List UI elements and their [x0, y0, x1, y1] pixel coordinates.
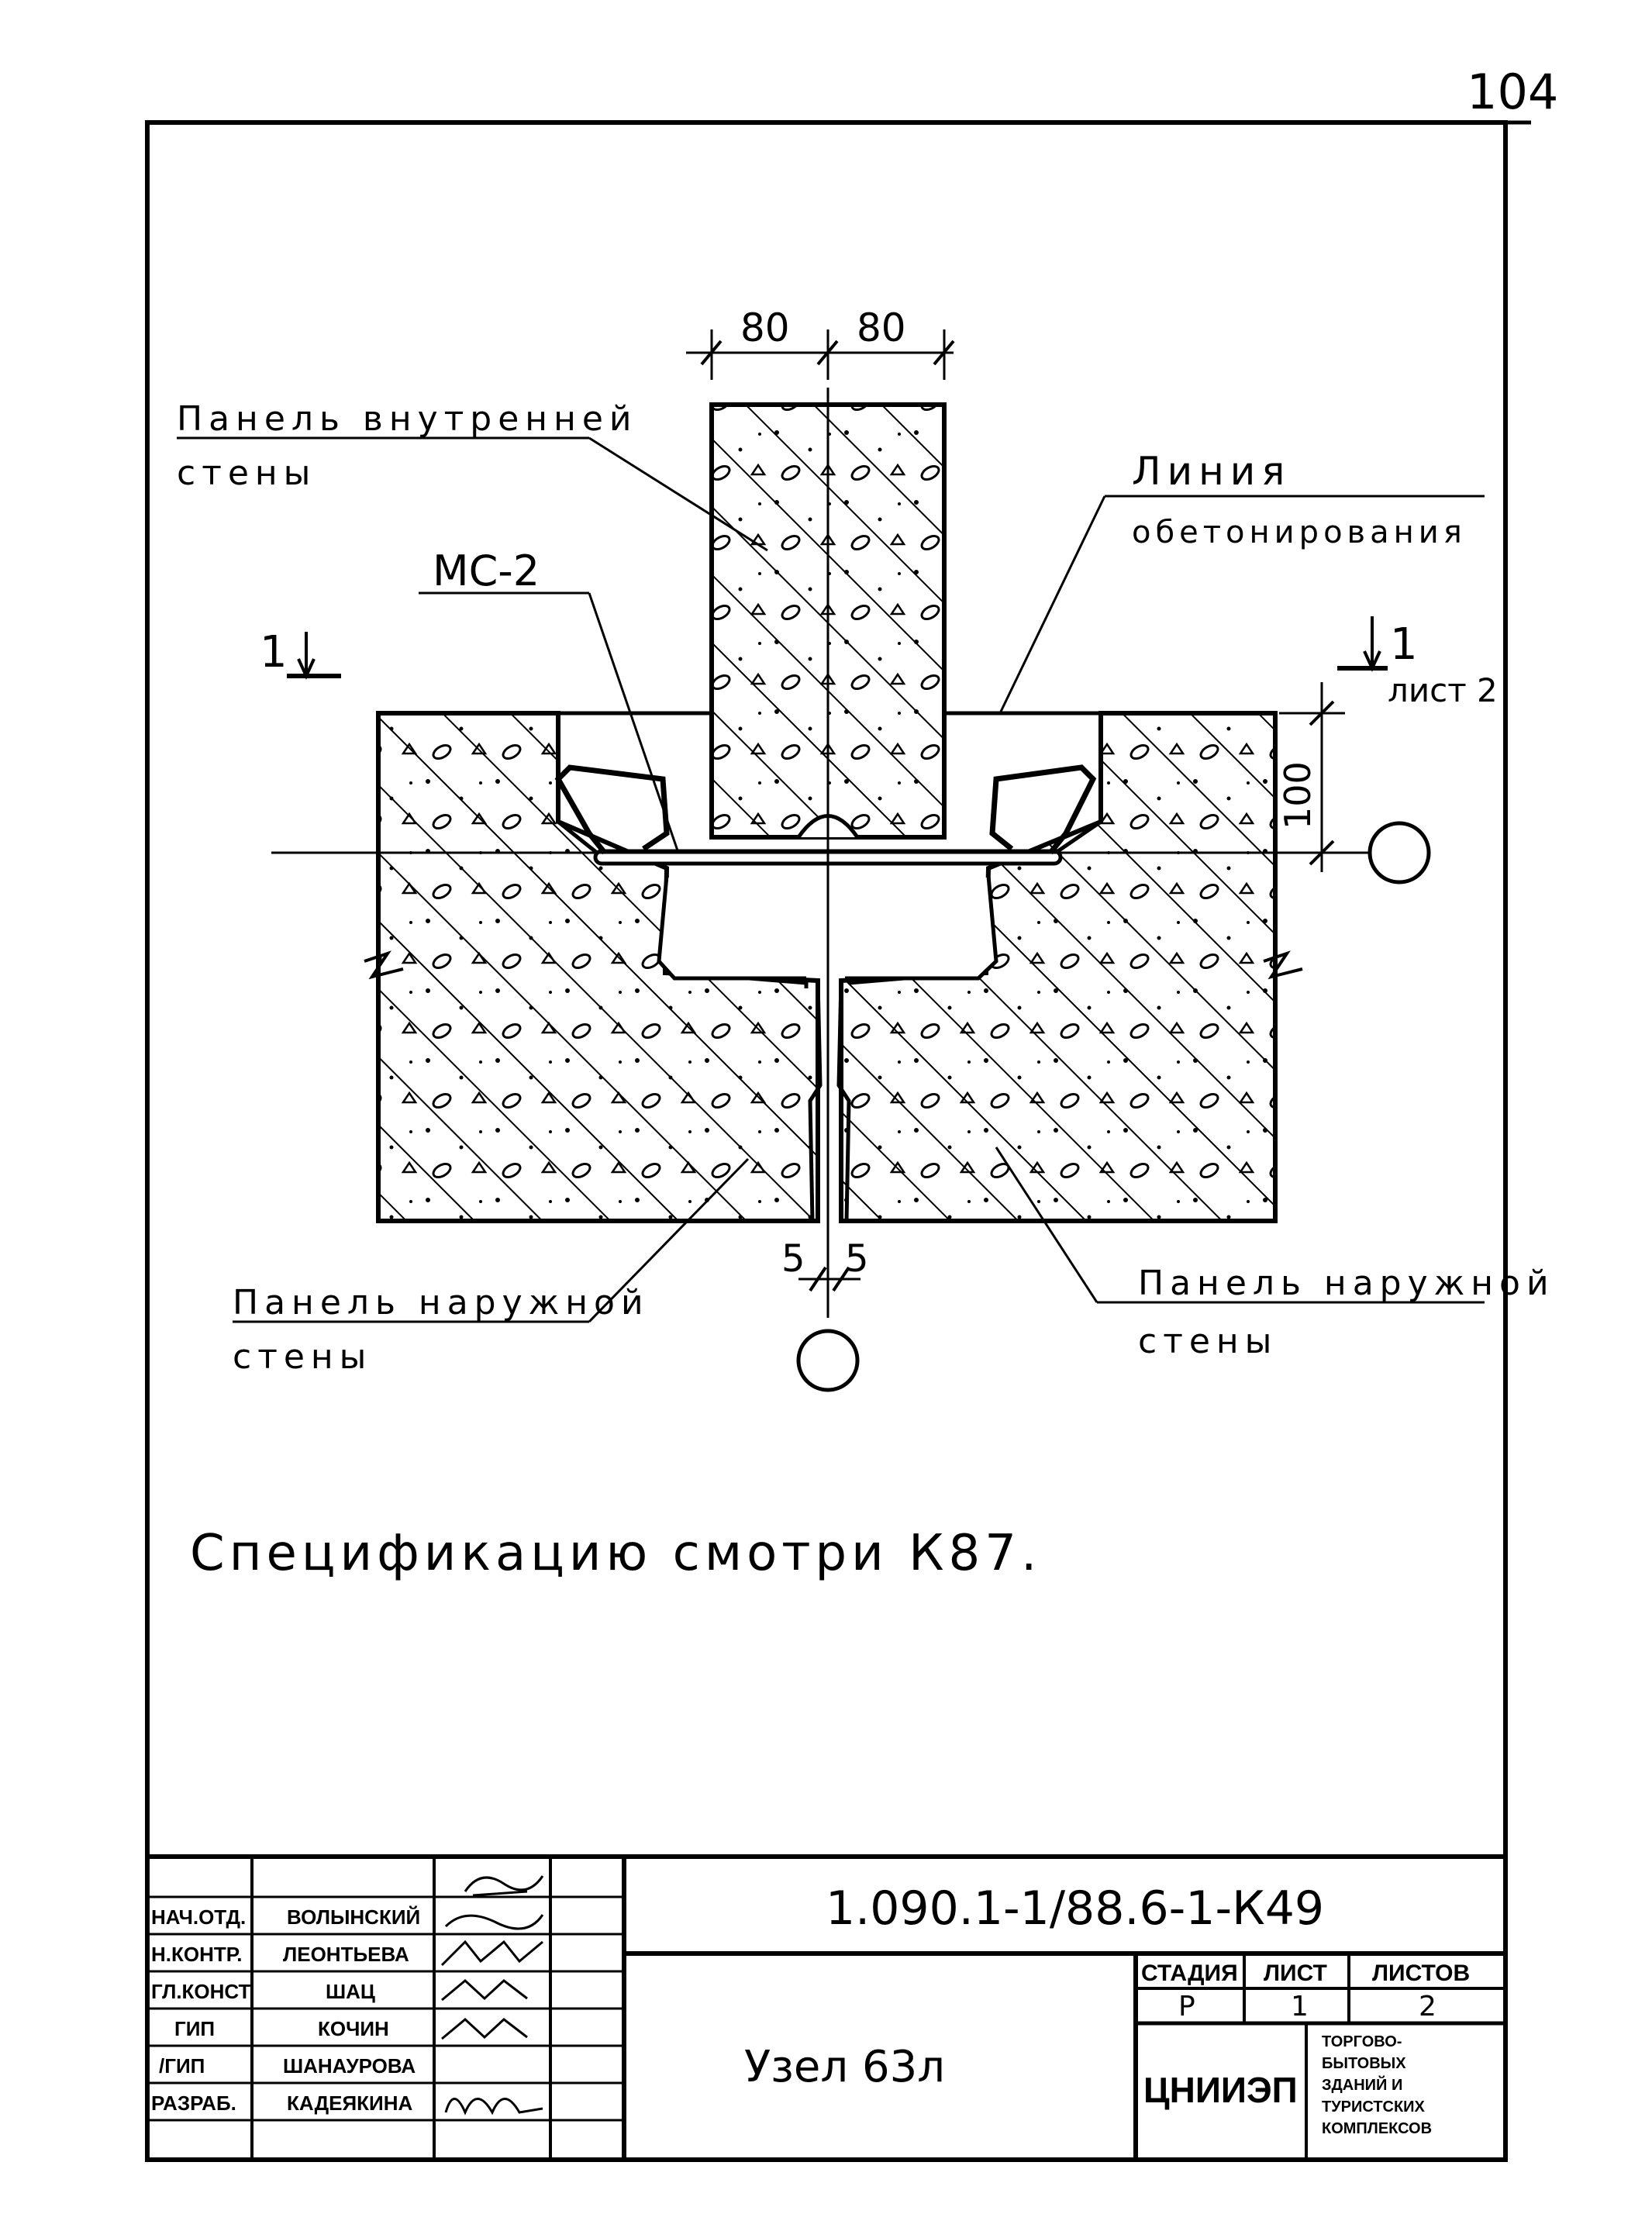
role-2: ГЛ.КОНСТ	[151, 1980, 251, 2003]
outer-panel-left	[376, 711, 820, 1223]
org-sub-2: ЗДАНИЙ И	[1322, 2075, 1402, 2094]
label-outer-panel-right: Панель наружной стены	[995, 1147, 1555, 1361]
break-mark-left	[364, 950, 404, 980]
org-sub-0: ТОРГОВО-	[1322, 2033, 1402, 2050]
svg-text:стены: стены	[233, 1337, 372, 1377]
loop-right	[989, 764, 1097, 855]
role-name-1: ЛЕОНТЬЕВА	[283, 1943, 409, 1966]
svg-text:1: 1	[1390, 619, 1418, 670]
svg-text:Панель наружной: Панель наружной	[1138, 1264, 1555, 1303]
sheet-value: 1	[1291, 1991, 1309, 2022]
axis-bubble-bottom	[796, 1329, 860, 1392]
org-sub-3: ТУРИСТСКИХ	[1322, 2098, 1426, 2116]
joint-slot	[808, 980, 851, 1222]
label-concreting-line: Линия обетонирования	[998, 449, 1485, 714]
role-name-5: КАДЕЯКИНА	[287, 2091, 412, 2115]
right-dimension: 100	[1277, 682, 1345, 872]
role-1: Н.КОНТР.	[151, 1943, 242, 1966]
svg-text:обетонирования: обетонирования	[1132, 515, 1467, 550]
svg-text:МС-2: МС-2	[433, 547, 540, 595]
label-mc2: МС-2	[419, 547, 680, 853]
org-name: ЦНИИЭП	[1143, 2070, 1298, 2110]
svg-text:стены: стены	[177, 453, 316, 493]
label-inner-panel: Панель внутренней стены	[177, 399, 768, 552]
role-3: ГИП	[174, 2017, 215, 2040]
org-sub-4: КОМПЛЕКСОВ	[1322, 2120, 1432, 2137]
section-mark-right: 1 лист 2	[1337, 616, 1498, 709]
axis-bubble-right	[1367, 821, 1431, 885]
dim-left-label: 80	[740, 305, 790, 350]
stage-value: Р	[1178, 1991, 1195, 2022]
joint-section-drawing: 80 80 100 5 5 1	[177, 305, 1555, 1392]
label-outer-panel-left: Панель наружной стены	[233, 1157, 750, 1377]
loop-left	[554, 764, 670, 855]
role-name-4: ШАНАУРОВА	[283, 2054, 416, 2078]
role-4: /ГИП	[159, 2054, 205, 2078]
sheet-label: ЛИСТ	[1264, 1960, 1327, 1986]
sheets-label: ЛИСТОВ	[1372, 1960, 1470, 1986]
svg-text:Линия: Линия	[1132, 449, 1291, 494]
bottom-dimension: 5 5	[781, 1237, 869, 1292]
sheet-frame	[145, 120, 1508, 2162]
stage-label: СТАДИЯ	[1141, 1960, 1238, 1986]
svg-text:стены: стены	[1138, 1322, 1278, 1361]
dim-height-label: 100	[1277, 761, 1319, 829]
dim-right-label: 80	[857, 305, 906, 350]
lower-recess	[657, 875, 998, 981]
sheets-value: 2	[1419, 1991, 1436, 2022]
specification-note: Спецификацию смотри К87.	[190, 1525, 1041, 1582]
role-name-3: КОЧИН	[318, 2017, 389, 2040]
svg-text:1: 1	[260, 627, 288, 678]
doc-code: 1.090.1-1/88.6-1-К49	[826, 1881, 1324, 1936]
signatures	[440, 1875, 544, 2116]
section-mark-left: 1	[260, 627, 341, 680]
role-0: НАЧ.ОТД.	[151, 1905, 246, 1929]
org-sub-1: БЫТОВЫХ	[1322, 2055, 1406, 2072]
role-5: РАЗРАБ.	[151, 2091, 236, 2115]
break-mark-right	[1263, 950, 1303, 980]
dim-gap-right-label: 5	[845, 1237, 869, 1281]
svg-text:Панель внутренней: Панель внутренней	[177, 399, 638, 439]
title-block: НАЧ.ОТД. ВОЛЫНСКИЙ Н.КОНТР. ЛЕОНТЬЕВА ГЛ…	[147, 1854, 1505, 2160]
role-name-2: ШАЦ	[326, 1980, 375, 2003]
svg-text:лист 2: лист 2	[1388, 671, 1498, 709]
svg-text:Панель наружной: Панель наружной	[233, 1283, 650, 1322]
role-name-0: ВОЛЫНСКИЙ	[287, 1905, 420, 1929]
node-title: Узел 63л	[744, 2042, 945, 2092]
top-dimension: 80 80	[686, 305, 955, 380]
page-number: 104	[1467, 64, 1558, 120]
dim-gap-left-label: 5	[781, 1237, 805, 1281]
